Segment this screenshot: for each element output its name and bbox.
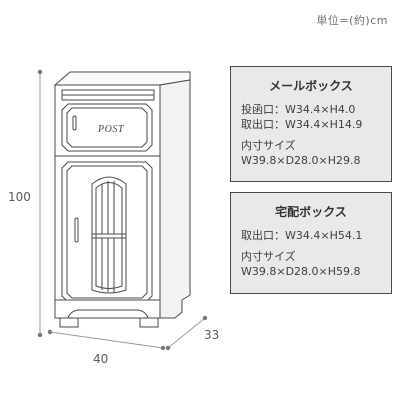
mail-box-inner-label: 内寸サイズ	[241, 139, 296, 152]
mail-handle	[72, 115, 77, 131]
mail-box-title: メールボックス	[269, 79, 353, 93]
parcel-box-title: 宅配ボックス	[275, 205, 347, 219]
cabinet-side	[159, 79, 191, 319]
unit-label: 単位=(約)cm	[316, 14, 388, 27]
parcel-box-inner-size: W39.8×D28.0×H59.8	[241, 265, 361, 278]
parcel-handle	[74, 217, 79, 243]
depth-dim-line	[167, 317, 206, 349]
mail-box-panel: メールボックス 投函口：W34.4×H4.0 取出口：W34.4×H14.9 内…	[230, 66, 392, 182]
depth-label: 33	[204, 328, 220, 342]
height-label: 100	[8, 190, 31, 204]
mail-box-inlet: 投函口：W34.4×H4.0	[241, 103, 356, 116]
mail-box-inner-size: W39.8×D28.0×H29.8	[241, 154, 361, 167]
width-label: 40	[93, 352, 109, 366]
width-dim-line	[49, 331, 164, 349]
post-plate-text: POST	[97, 124, 125, 135]
parcel-box-panel: 宅配ボックス 取出口：W34.4×H54.1 内寸サイズ W39.8×D28.0…	[230, 192, 392, 294]
parcel-box-inner-label: 内寸サイズ	[241, 250, 296, 263]
parcel-box-outlet: 取出口：W34.4×H54.1	[241, 229, 363, 242]
cabinet-base	[54, 299, 161, 319]
left-leg	[59, 317, 79, 328]
mail-box-outlet: 取出口：W34.4×H14.9	[241, 118, 363, 131]
right-leg	[139, 317, 159, 328]
cabinet-illustration: POST	[37, 69, 208, 351]
